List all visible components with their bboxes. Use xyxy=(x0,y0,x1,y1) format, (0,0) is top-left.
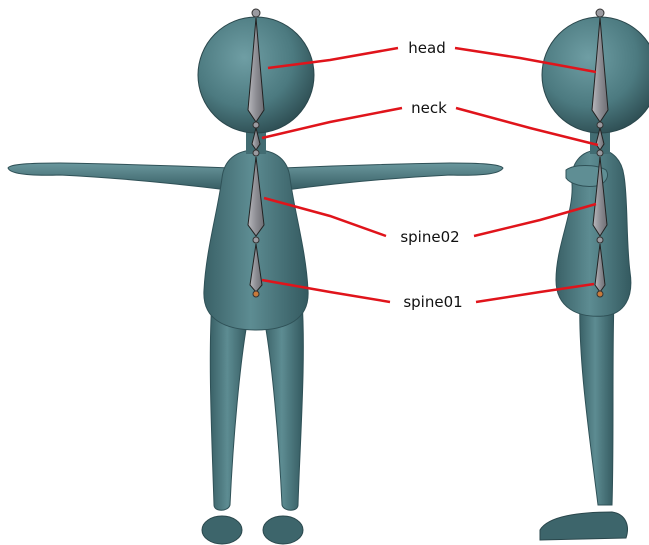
front-right-arm xyxy=(282,163,503,190)
front-right-foot xyxy=(263,516,303,544)
front-left-arm xyxy=(8,163,232,190)
front-neck-bone-joint xyxy=(253,122,259,128)
front-spine01-tip xyxy=(253,291,259,297)
front-left-leg xyxy=(210,300,248,510)
side-spine01-joint xyxy=(597,237,603,243)
label-neck: neck xyxy=(411,99,447,117)
side-spine02-joint xyxy=(597,150,603,156)
label-head: head xyxy=(408,39,445,57)
front-head-bone-tip xyxy=(252,9,260,17)
front-spine01-joint xyxy=(253,237,259,243)
front-right-leg xyxy=(264,300,303,510)
side-spine01-tip xyxy=(597,291,603,297)
front-left-foot xyxy=(202,516,242,544)
label-spine02: spine02 xyxy=(400,228,459,246)
label-spine01: spine01 xyxy=(403,293,462,311)
side-head-bone-tip xyxy=(596,9,604,17)
side-leg xyxy=(580,300,614,505)
front-spine02-joint xyxy=(253,150,259,156)
front-view-figure xyxy=(8,9,503,544)
side-view-figure xyxy=(540,9,649,540)
side-neck-bone-joint xyxy=(597,122,603,128)
side-foot xyxy=(540,512,627,540)
